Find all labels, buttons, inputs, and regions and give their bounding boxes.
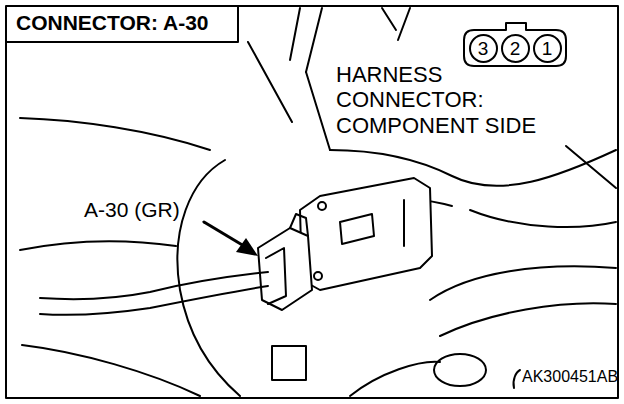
bolt bbox=[318, 202, 326, 210]
title-box bbox=[6, 6, 238, 42]
wire bbox=[40, 272, 268, 299]
pin-number: 2 bbox=[510, 39, 521, 58]
bracket bbox=[272, 346, 306, 380]
frame bbox=[6, 6, 618, 398]
hose bbox=[350, 362, 440, 396]
id-hook bbox=[513, 370, 520, 388]
sensor-body bbox=[300, 178, 432, 290]
pin-circle: 3 bbox=[469, 34, 498, 63]
wire bbox=[40, 286, 268, 315]
bolt bbox=[314, 272, 322, 280]
sensor-edge bbox=[403, 200, 405, 246]
figure-id: AK300451AB bbox=[522, 368, 618, 386]
body-line bbox=[290, 8, 322, 72]
sensor-window bbox=[340, 214, 374, 244]
hose bbox=[430, 266, 616, 300]
pin-circle: 1 bbox=[533, 34, 562, 63]
connector-title: CONNECTOR: A-30 bbox=[16, 11, 209, 35]
connector-outline bbox=[464, 23, 566, 66]
shroud bbox=[177, 160, 240, 396]
arrow-head bbox=[236, 238, 258, 256]
clamp bbox=[434, 354, 486, 386]
hose bbox=[470, 210, 616, 227]
pin-number: 3 bbox=[478, 39, 489, 58]
connector-latch bbox=[290, 214, 308, 236]
body-line bbox=[566, 146, 616, 188]
body-line bbox=[248, 42, 292, 122]
hose bbox=[330, 150, 616, 186]
body-line bbox=[382, 8, 410, 40]
shroud bbox=[22, 345, 200, 396]
hose bbox=[440, 303, 616, 336]
pin-circle: 2 bbox=[501, 34, 530, 63]
pointer-arrow bbox=[204, 222, 244, 246]
shroud bbox=[20, 241, 176, 250]
body-line bbox=[306, 72, 330, 150]
shroud bbox=[20, 118, 210, 150]
connector-label: A-30 (GR) bbox=[84, 198, 180, 222]
connector-body bbox=[258, 228, 312, 310]
pin-number: 1 bbox=[542, 39, 553, 58]
connector-face bbox=[266, 248, 286, 304]
side-note: HARNESS CONNECTOR: COMPONENT SIDE bbox=[336, 62, 570, 138]
